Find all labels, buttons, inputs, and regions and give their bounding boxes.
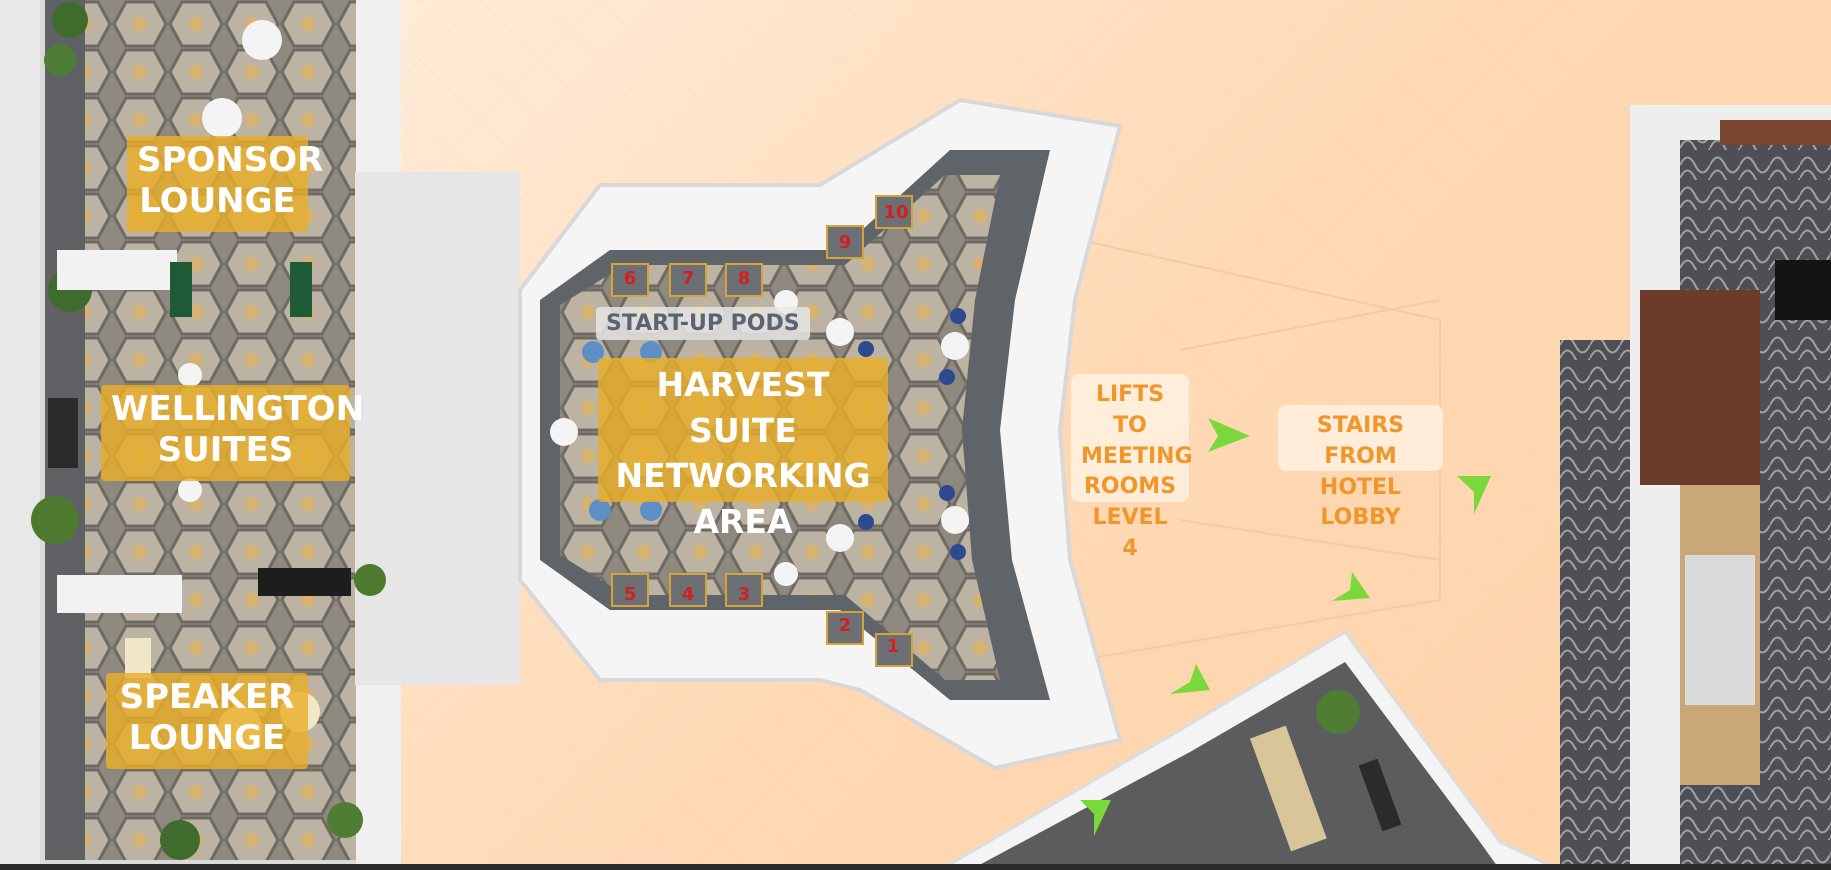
suite-seating bbox=[550, 290, 969, 586]
wayfinding-stairs-label: STAIRS FROM HOTEL LOBBY bbox=[1278, 405, 1443, 530]
pod-number-2: 2 bbox=[839, 615, 852, 636]
lobby-plant bbox=[1316, 690, 1360, 734]
right-dark-screen bbox=[1775, 260, 1831, 320]
pod-number-1: 1 bbox=[887, 636, 900, 657]
pod-number-5: 5 bbox=[624, 584, 637, 605]
furniture bbox=[48, 20, 351, 750]
lobby-artwork bbox=[1358, 758, 1402, 832]
arrow-down bbox=[1457, 476, 1491, 514]
pod-number-7: 7 bbox=[682, 268, 695, 289]
zone-label-speaker-lounge: SPEAKER LOUNGE bbox=[106, 673, 308, 769]
arrow-up-left-1 bbox=[1332, 572, 1370, 601]
pod-number-4: 4 bbox=[682, 584, 695, 605]
left-outer-wall bbox=[0, 0, 45, 870]
pod-number-6: 6 bbox=[624, 268, 637, 289]
right-glass-panel bbox=[1685, 555, 1755, 705]
arrow-down-left bbox=[1080, 800, 1111, 836]
pod-number-8: 8 bbox=[738, 268, 751, 289]
startup-pods bbox=[611, 195, 913, 667]
connector-bridge bbox=[355, 172, 520, 685]
zone-label-sponsor-lounge: SPONSOR LOUNGE bbox=[127, 136, 323, 232]
wayfinding-lifts-label: LIFTS TO MEETING ROOMS LEVEL 4 bbox=[1071, 374, 1193, 561]
pod-number-10: 10 bbox=[883, 202, 908, 223]
plants bbox=[31, 2, 386, 860]
arrow-up-left-2 bbox=[1170, 664, 1210, 694]
pod-number-3: 3 bbox=[738, 584, 751, 605]
lobby-bench bbox=[1250, 725, 1327, 852]
zone-label-startup-pods: START-UP PODS bbox=[596, 307, 810, 340]
arrow-right bbox=[1208, 418, 1250, 452]
zone-label-wellington-suites: WELLINGTON SUITES bbox=[101, 385, 364, 481]
direction-arrows bbox=[1080, 418, 1491, 836]
zone-label-harvest-suite: HARVEST SUITE NETWORKING AREA bbox=[598, 358, 888, 541]
right-timber-panel bbox=[1640, 290, 1760, 485]
bottom-border bbox=[0, 864, 1831, 870]
pod-number-9: 9 bbox=[839, 232, 852, 253]
underlay-stair-lines bbox=[1179, 299, 1441, 561]
right-timber-strip bbox=[1720, 120, 1831, 145]
